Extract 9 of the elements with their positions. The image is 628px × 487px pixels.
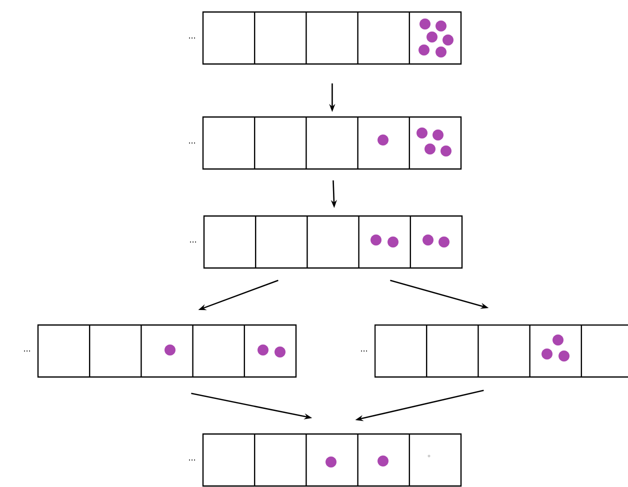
ellipsis-text: ... xyxy=(361,350,367,352)
cell-strip xyxy=(37,324,297,378)
ellipsis-text: ... xyxy=(24,350,30,352)
cell-strip xyxy=(202,116,462,170)
cell-strip xyxy=(203,215,463,269)
cell-strip xyxy=(202,11,462,65)
cell-strip xyxy=(374,324,628,378)
cell-strip xyxy=(202,433,462,487)
ellipsis-text: ... xyxy=(189,142,195,144)
